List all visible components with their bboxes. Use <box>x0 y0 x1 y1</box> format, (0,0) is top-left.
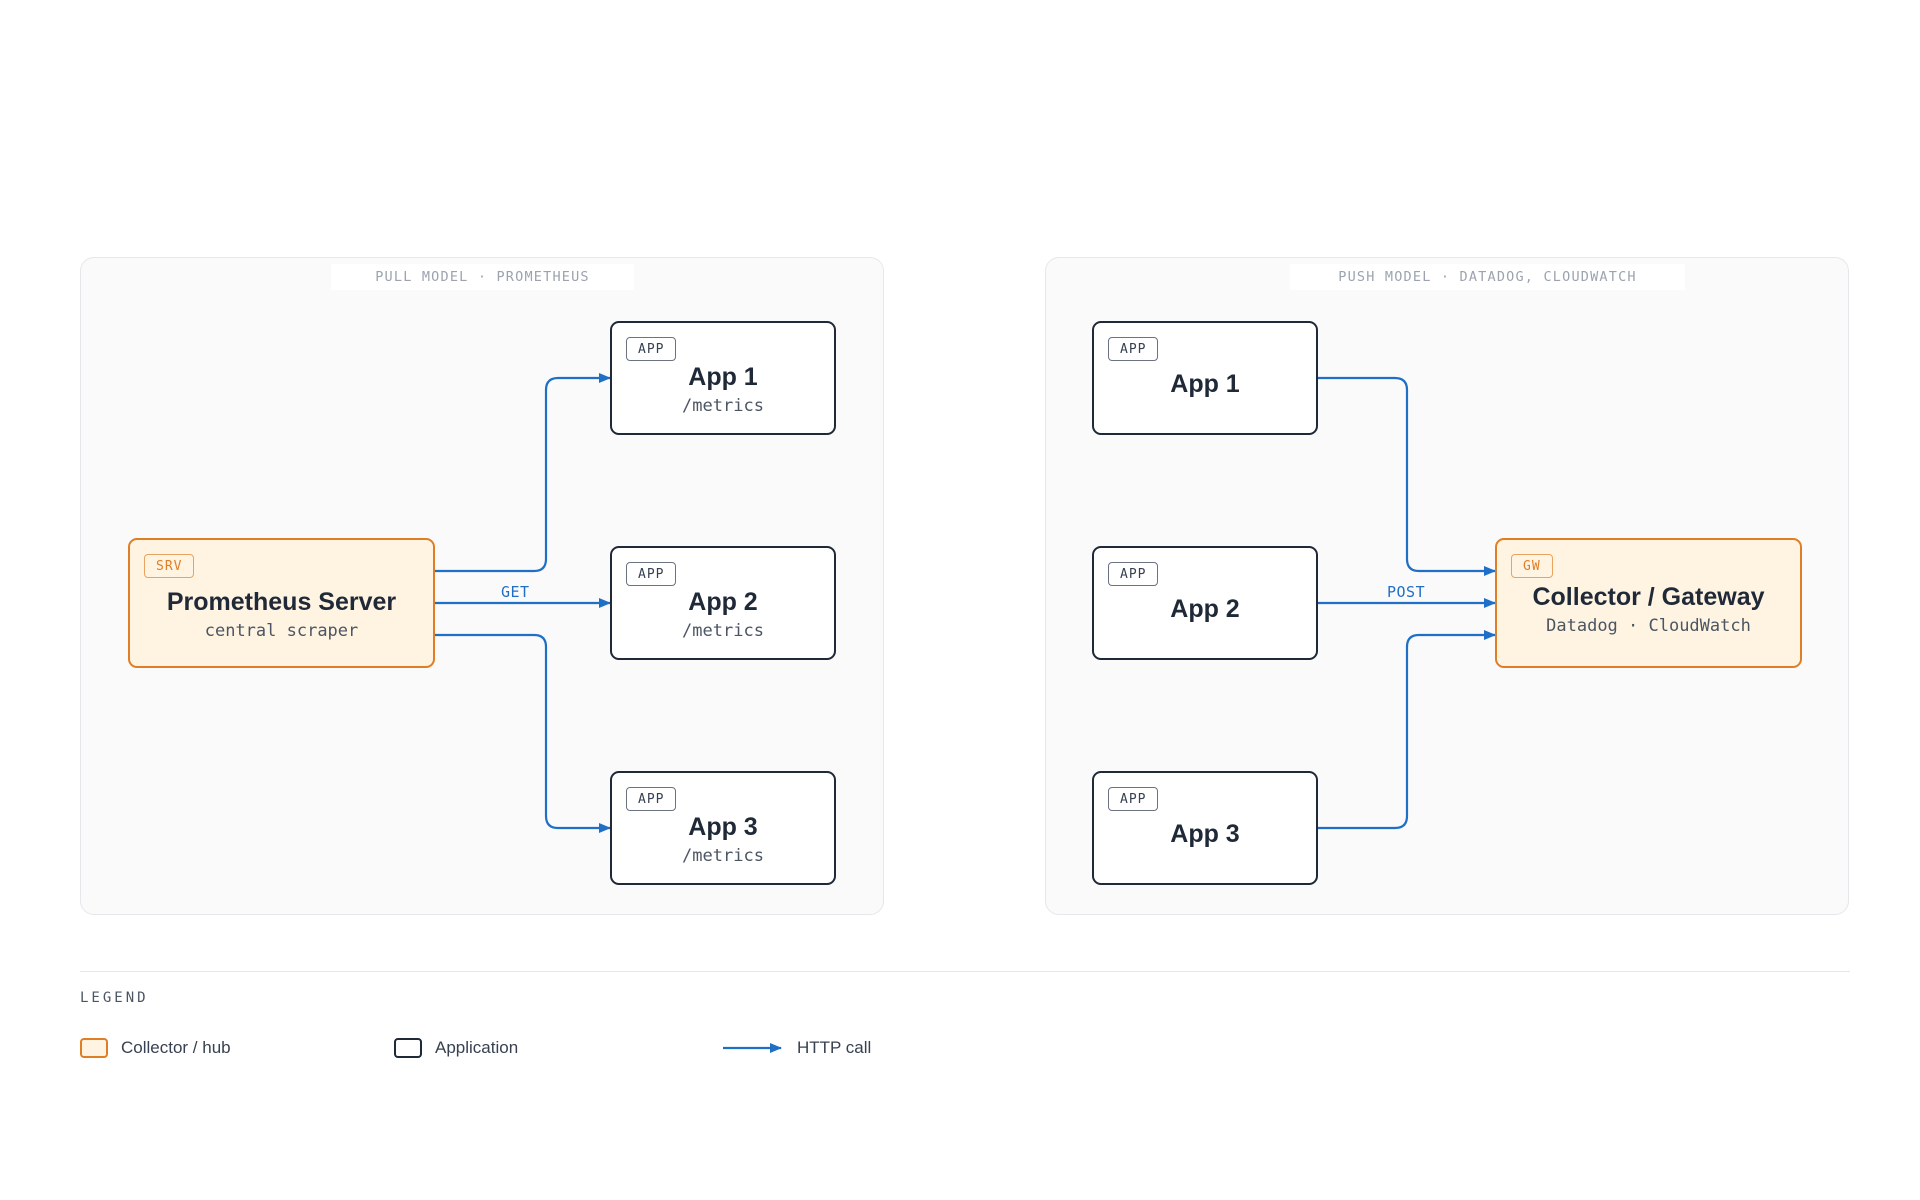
legend-item-http-call: HTTP call <box>797 1036 871 1060</box>
push-app2-node[interactable]: APP App 2 <box>1092 546 1318 660</box>
legend-item-application: Application <box>394 1036 518 1060</box>
app-title: App 2 <box>1170 595 1240 623</box>
server-title: Prometheus Server <box>166 588 397 616</box>
app-title: App 2 <box>688 588 758 616</box>
legend-label: HTTP call <box>797 1038 872 1057</box>
app-endpoint: /metrics <box>682 396 764 416</box>
app-title: App 1 <box>1170 370 1240 398</box>
pull-app2-node[interactable]: APP App 2 /metrics <box>610 546 836 660</box>
legend-divider <box>80 971 1850 972</box>
pull-edge-label: GET <box>496 583 535 601</box>
app-tag: APP <box>626 787 677 811</box>
legend-item-hub: Collector / hub <box>80 1036 231 1060</box>
application-swatch <box>394 1038 422 1058</box>
push-model-title: PUSH MODEL · DATADOG, CLOUDWATCH <box>1290 264 1685 290</box>
app-tag: APP <box>1108 787 1159 811</box>
pull-model-title: PULL MODEL · PROMETHEUS <box>331 264 634 290</box>
app-title: App 3 <box>688 813 758 841</box>
push-app3-node[interactable]: APP App 3 <box>1092 771 1318 885</box>
collector-gateway-node[interactable]: GW Collector / Gateway Datadog · CloudWa… <box>1495 538 1802 668</box>
legend-label: Application <box>435 1038 519 1057</box>
hub-swatch <box>80 1038 108 1058</box>
app-tag: APP <box>1108 337 1159 361</box>
legend-title: LEGEND <box>80 990 149 1006</box>
app-endpoint: /metrics <box>682 846 764 866</box>
app-tag: APP <box>1108 562 1159 586</box>
push-edge-label: POST <box>1382 583 1431 601</box>
server-subtitle: central scraper <box>204 621 359 641</box>
pull-app1-node[interactable]: APP App 1 /metrics <box>610 321 836 435</box>
legend-label: Collector / hub <box>121 1038 231 1057</box>
prometheus-server-node[interactable]: SRV Prometheus Server central scraper <box>128 538 435 668</box>
pull-app3-node[interactable]: APP App 3 /metrics <box>610 771 836 885</box>
gateway-title: Collector / Gateway <box>1532 583 1765 611</box>
gateway-tag: GW <box>1511 554 1553 578</box>
gateway-subtitle: Datadog · CloudWatch <box>1546 616 1751 636</box>
app-tag: APP <box>626 562 677 586</box>
app-title: App 1 <box>688 363 758 391</box>
app-title: App 3 <box>1170 820 1240 848</box>
app-tag: APP <box>626 337 677 361</box>
push-app1-node[interactable]: APP App 1 <box>1092 321 1318 435</box>
server-tag: SRV <box>144 554 195 578</box>
app-endpoint: /metrics <box>682 621 764 641</box>
